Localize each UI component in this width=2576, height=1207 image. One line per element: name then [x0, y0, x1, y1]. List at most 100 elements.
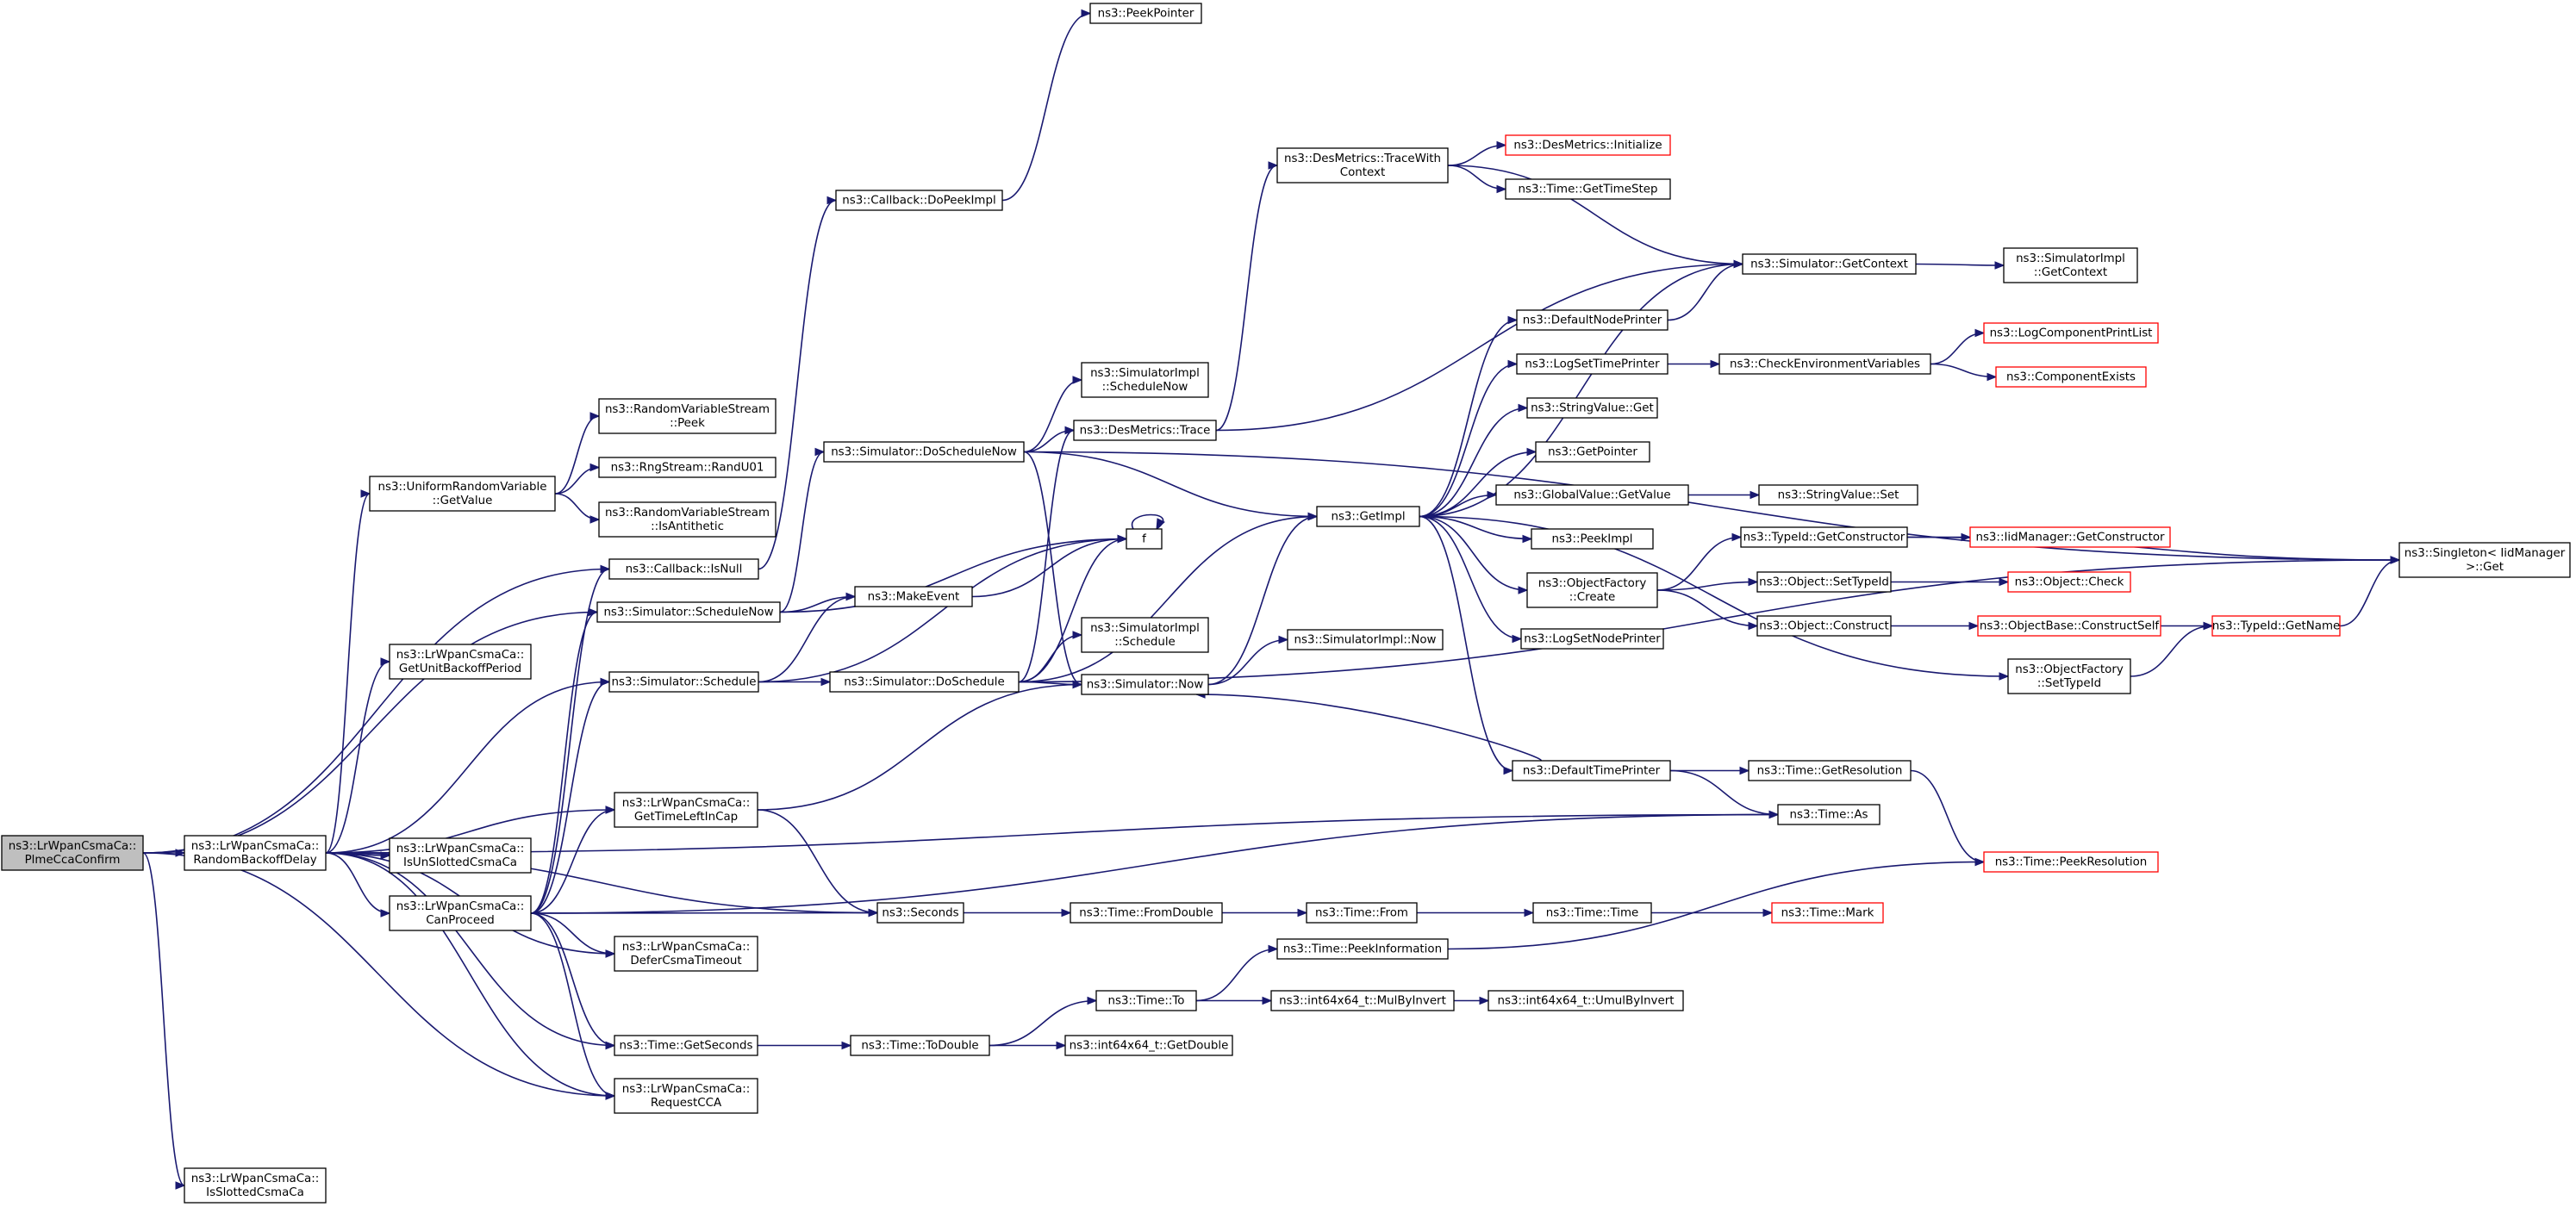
node-ns3-int64x64-t-umulbyinvert[interactable]: ns3::int64x64_t::UmulByInvert [1488, 990, 1684, 1011]
node-ns3-defaulttimeprinter[interactable]: ns3::DefaultTimePrinter [1512, 760, 1671, 781]
node-ns3-time-from[interactable]: ns3::Time::From [1306, 902, 1418, 924]
node-ns3-peekimpl[interactable]: ns3::PeekImpl [1531, 528, 1654, 550]
node-ns3-int64x64-t-getdouble[interactable]: ns3::int64x64_t::GetDouble [1064, 1035, 1233, 1056]
node-ns3-desmetrics-trace[interactable]: ns3::DesMetrics::Trace [1073, 420, 1217, 441]
node-box [1505, 178, 1671, 200]
edge-line [1215, 165, 1278, 432]
node-ns3-lrwpancsmaca-isslottedcsmaca[interactable]: ns3::LrWpanCsmaCa::IsSlottedCsmaCa [184, 1167, 327, 1204]
node-ns3-makeevent[interactable]: ns3::MakeEvent [854, 586, 973, 607]
node-ns3-time-peekresolution[interactable]: ns3::Time::PeekResolution [1983, 851, 2159, 873]
node-ns3-lrwpancsmaca-randombackoffdelay[interactable]: ns3::LrWpanCsmaCa::RandomBackoffDelay [184, 835, 327, 871]
node-ns3-simulatorimpl-schedulenow[interactable]: ns3::SimulatorImpl::ScheduleNow [1081, 362, 1209, 398]
node-ns3-callback-isnull[interactable]: ns3::Callback::IsNull [608, 558, 759, 580]
node-ns3-simulator-doschedule[interactable]: ns3::Simulator::DoSchedule [829, 671, 1020, 693]
node-ns3-lrwpancsmaca-defercsmatimeout[interactable]: ns3::LrWpanCsmaCa::DeferCsmaTimeout [614, 936, 758, 972]
node-ns3-simulatorimpl-now[interactable]: ns3::SimulatorImpl::Now [1287, 629, 1444, 650]
node-ns3-globalvalue-getvalue[interactable]: ns3::GlobalValue::GetValue [1495, 484, 1689, 506]
node-ns3-lrwpancsmaca-canproceed[interactable]: ns3::LrWpanCsmaCa::CanProceed [389, 895, 532, 931]
arrowhead [1999, 672, 2010, 681]
node-ns3-simulator-doschedulenow[interactable]: ns3::Simulator::DoScheduleNow [823, 441, 1025, 463]
edge-n19-to-n29 [1419, 515, 1533, 544]
node-ns3-lrwpancsmaca-requestcca[interactable]: ns3::LrWpanCsmaCa::RequestCCA [614, 1078, 758, 1114]
node-label: ns3::Simulator::DoSchedule [844, 676, 1004, 689]
edge-n19-to-n27 [1419, 490, 1498, 518]
node-ns3-componentexists[interactable]: ns3::ComponentExists [1995, 366, 2147, 388]
node-ns3-simulatorimpl-getcontext[interactable]: ns3::SimulatorImpl::GetContext [2003, 247, 2138, 283]
node-ns3-object-check[interactable]: ns3::Object::Check [2007, 571, 2131, 593]
edge-line [1195, 948, 1278, 1002]
node-ns3-randomvariablestream-isantithetic[interactable]: ns3::RandomVariableStream::IsAntithetic [598, 501, 777, 538]
edge-n17-to-n18 [1915, 261, 2005, 270]
edge-n11-to-n33 [1023, 451, 2401, 564]
node-ns3-time-getseconds[interactable]: ns3::Time::GetSeconds [614, 1035, 758, 1056]
node-ns3-time-fromdouble[interactable]: ns3::Time::FromDouble [1070, 902, 1223, 924]
node-ns3-iidmanager-getconstructor[interactable]: ns3::IidManager::GetConstructor [1969, 526, 2171, 548]
node-ns3-time-to[interactable]: ns3::Time::To [1095, 990, 1197, 1011]
node-ns3-getimpl[interactable]: ns3::GetImpl [1316, 506, 1420, 527]
node-ns3-defaultnodeprinter[interactable]: ns3::DefaultNodePrinter [1516, 309, 1668, 331]
node-ns3-uniformrandomvariable-getvalue[interactable]: ns3::UniformRandomVariable::GetValue [369, 476, 556, 512]
node-ns3-time-as[interactable]: ns3::Time::As [1777, 804, 1881, 825]
node-ns3-typeid-getconstructor[interactable]: ns3::TypeId::GetConstructor [1740, 526, 1908, 548]
node-ns3-simulator-now[interactable]: ns3::Simulator::Now [1081, 674, 1209, 695]
node-ns3-time-mark[interactable]: ns3::Time::Mark [1771, 902, 1884, 924]
node-ns3-objectbase-constructself[interactable]: ns3::ObjectBase::ConstructSelf [1977, 615, 2161, 637]
edge-n36-to-n37 [1891, 621, 1980, 631]
edge-line [1196, 694, 1542, 762]
arrowhead [1487, 490, 1498, 500]
node-ns3-int64x64-t-mulbyinvert[interactable]: ns3::int64x64_t::MulByInvert [1270, 990, 1455, 1011]
edge-n47-to-n19 [1207, 512, 1319, 686]
node-ns3-objectfactory-create[interactable]: ns3::ObjectFactory::Create [1526, 572, 1658, 608]
node-ns3-time-peekinformation[interactable]: ns3::Time::PeekInformation [1276, 938, 1449, 960]
node-label: GetUnitBackoffPeriod [399, 663, 521, 675]
node-ns3-rngstream-randu01[interactable]: ns3::RngStream::RandU01 [598, 457, 777, 478]
node-ns3-lrwpancsmaca-isunslottedcsmaca[interactable]: ns3::LrWpanCsmaCa::IsUnSlottedCsmaCa [389, 837, 532, 874]
node-ns3-checkenvironmentvariables[interactable]: ns3::CheckEnvironmentVariables [1718, 353, 1931, 375]
node-layer: ns3::LrWpanCsmaCa::PlmeCcaConfirmns3::Lr… [1, 3, 2571, 1204]
node-ns3-time-time[interactable]: ns3::Time::Time [1532, 902, 1652, 924]
node-ns3-object-settypeid[interactable]: ns3::Object::SetTypeId [1756, 571, 1892, 593]
node-ns3-desmetrics-initialize[interactable]: ns3::DesMetrics::Initialize [1505, 134, 1671, 156]
node-ns3-lrwpancsmaca-getunitbackoffperiod[interactable]: ns3::LrWpanCsmaCa::GetUnitBackoffPeriod [389, 644, 532, 680]
node-ns3-stringvalue-set[interactable]: ns3::StringValue::Set [1758, 484, 1918, 506]
edge-n55-to-n61 [530, 912, 616, 958]
node-label: ns3::LrWpanCsmaCa:: [396, 649, 525, 662]
edge-n57-to-n58 [1222, 908, 1308, 918]
node-ns3-typeid-getname[interactable]: ns3::TypeId::GetName [2211, 615, 2341, 637]
edge-n20-to-n17 [1667, 259, 1744, 321]
node-ns3-logsettimeprinter[interactable]: ns3::LogSetTimePrinter [1516, 353, 1668, 375]
node-label: ns3::DesMetrics::Initialize [1513, 140, 1662, 152]
node-ns3-time-getresolution[interactable]: ns3::Time::GetResolution [1748, 760, 1912, 781]
node-ns3-simulator-getcontext[interactable]: ns3::Simulator::GetContext [1742, 253, 1917, 275]
edge-line [1023, 379, 1082, 453]
node-ns3-callback-dopeekimpl[interactable]: ns3::Callback::DoPeekImpl [835, 190, 1003, 211]
node-ns3-time-todouble[interactable]: ns3::Time::ToDouble [850, 1035, 990, 1056]
arrowhead [1496, 140, 1507, 150]
node-ns3-singleton-iidmanager-get[interactable]: ns3::Singleton< IidManager>::Get [2398, 542, 2571, 578]
node-label: ns3::int64x64_t::GetDouble [1070, 1040, 1229, 1053]
node-ns3-objectfactory-settypeid[interactable]: ns3::ObjectFactory::SetTypeId [2007, 658, 2131, 694]
node-ns3-simulator-schedulenow[interactable]: ns3::Simulator::ScheduleNow [596, 601, 781, 623]
node-f[interactable]: f [1126, 528, 1163, 550]
node-ns3-getpointer[interactable]: ns3::GetPointer [1535, 441, 1650, 463]
node-ns3-lrwpancsmaca-plmeccaconfirm[interactable]: ns3::LrWpanCsmaCa::PlmeCcaConfirm [1, 835, 144, 871]
node-ns3-peekpointer[interactable]: ns3::PeekPointer [1089, 3, 1202, 24]
node-label: ns3::Simulator::DoScheduleNow [831, 446, 1017, 459]
node-label: Context [1340, 166, 1385, 179]
node-ns3-stringvalue-get[interactable]: ns3::StringValue::Get [1526, 397, 1658, 419]
node-ns3-object-construct[interactable]: ns3::Object::Construct [1756, 615, 1892, 637]
node-ns3-randomvariablestream-peek[interactable]: ns3::RandomVariableStream::Peek [598, 398, 777, 434]
node-ns3-logsetnodeprinter[interactable]: ns3::LogSetNodePrinter [1520, 628, 1664, 650]
node-box [614, 792, 758, 828]
node-ns3-seconds[interactable]: ns3::Seconds [876, 902, 964, 924]
edge-n1-to-n3 [325, 489, 371, 854]
node-box [596, 601, 781, 623]
node-ns3-time-gettimestep[interactable]: ns3::Time::GetTimeStep [1505, 178, 1671, 200]
node-ns3-logcomponentprintlist[interactable]: ns3::LogComponentPrintList [1983, 322, 2159, 344]
node-ns3-lrwpancsmaca-gettimeleftincap[interactable]: ns3::LrWpanCsmaCa::GetTimeLeftInCap [614, 792, 758, 828]
edge-n45-to-n19 [1018, 512, 1319, 683]
node-ns3-simulator-schedule[interactable]: ns3::Simulator::Schedule [608, 671, 759, 693]
node-ns3-simulatorimpl-schedule[interactable]: ns3::SimulatorImpl::Schedule [1081, 617, 1209, 653]
